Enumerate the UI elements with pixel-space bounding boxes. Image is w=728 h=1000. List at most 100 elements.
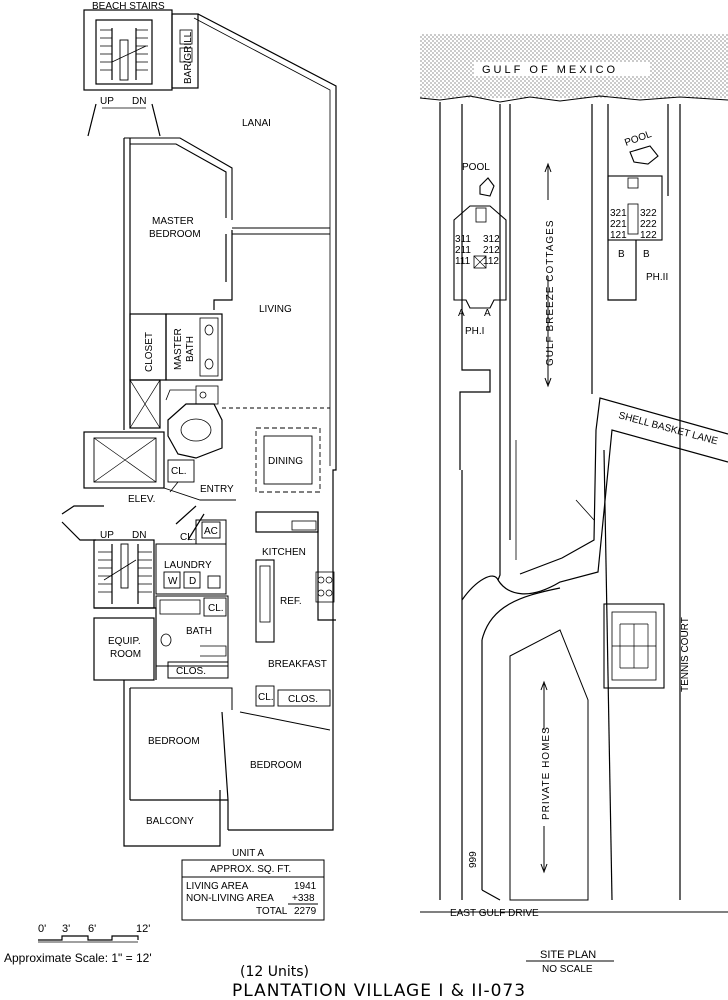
stair-bottom-up-label: UP: [100, 530, 114, 541]
scale-tick-0: 0': [38, 923, 46, 935]
ph1-unit-212: 212: [483, 245, 500, 256]
master-bath-room: [165, 313, 223, 381]
unit-title: UNIT A: [232, 848, 264, 859]
bar-grill-block: [171, 13, 199, 89]
bar-grill-label: BAR/GRILL: [183, 31, 194, 84]
tennis-court: [603, 603, 665, 689]
kitchen-label: KITCHEN: [262, 547, 306, 558]
site-plan-subtitle: NO SCALE: [542, 964, 593, 975]
equip-room-label-2: ROOM: [110, 649, 141, 660]
ph2-b-left: B: [618, 249, 625, 260]
stair-bottom-dn-label: DN: [132, 530, 146, 541]
living-area-value: 1941: [294, 881, 317, 892]
pool-2: [629, 145, 659, 165]
pool-1-label: POOL: [462, 162, 490, 173]
unit-area-table: UNIT A APPROX. SQ. FT. LIVING AREA 1941 …: [181, 848, 325, 921]
ph2-b-right: B: [643, 249, 650, 260]
unit-outer-wall: [197, 13, 337, 831]
ph2-label: PH.II: [646, 272, 668, 283]
laundry-label: LAUNDRY: [164, 560, 212, 571]
refrigerator-label: REF.: [280, 596, 302, 607]
beach-stair-well: [95, 19, 153, 85]
balcony-label: BALCONY: [146, 816, 194, 827]
total-value: 2279: [294, 906, 317, 917]
dining-label: DINING: [268, 456, 303, 467]
ph1-unit-111: 111: [455, 256, 471, 267]
ph2-unit-321: 321: [610, 208, 627, 219]
lanai-label: LANAI: [242, 118, 271, 129]
scale-tick-3: 3': [62, 923, 70, 935]
drawing-title: PLANTATION VILLAGE I & II-073: [232, 981, 526, 1000]
ph1-a-left: A: [458, 308, 465, 319]
equip-room-label-1: EQUIP.: [108, 636, 141, 647]
gulf-label: GULF OF MEXICO: [482, 64, 618, 76]
master-bedroom-label-1: MASTER: [152, 216, 194, 227]
ph2-unit-322: 322: [640, 208, 657, 219]
master-bedroom-label-2: BEDROOM: [149, 229, 201, 240]
scale-tick-6: 6': [88, 923, 96, 935]
unit-count: (12 Units): [240, 964, 309, 980]
ph1-unit-311: 311: [455, 234, 471, 245]
ph1-unit-211: 211: [455, 245, 471, 256]
scale-tick-12: 12': [136, 923, 150, 935]
shell-basket-label: SHELL BASKET LANE: [617, 410, 719, 447]
elevator-label: ELEV.: [128, 494, 155, 505]
bedroom-closet-label: CL.: [258, 692, 274, 703]
lower-stair-well: [93, 539, 155, 609]
living-area-label: LIVING AREA: [186, 881, 249, 892]
floor-plan-labels: BEACH STAIRS BAR/GRILL UP DN LANAI MASTE…: [92, 1, 327, 827]
closet-label: CLOSET: [144, 332, 155, 372]
beach-stairs-label: BEACH STAIRS: [92, 1, 165, 12]
bath-closet-label: CL.: [208, 603, 224, 614]
beach-stair-treads: [100, 29, 148, 71]
ph1-label: PH.I: [465, 326, 484, 337]
pool-1: [479, 177, 495, 197]
east-gulf-label: EAST GULF DRIVE: [450, 908, 539, 919]
site-roads: [439, 102, 728, 901]
site-plan-title: SITE PLAN: [540, 949, 596, 961]
bath-closet-label-2: CLOS.: [176, 666, 206, 677]
ph2-unit-121: 121: [610, 230, 627, 241]
ph1-a-right: A: [484, 308, 491, 319]
dining-table-outer: [255, 427, 321, 493]
floor-plan: [61, 9, 337, 847]
master-tub: [167, 403, 223, 459]
laundry-closet-label: CL.: [180, 532, 196, 543]
entry-label: ENTRY: [200, 484, 234, 495]
stair-top-dn-label: DN: [132, 96, 146, 107]
ac-label: AC: [204, 526, 218, 537]
private-homes-lot: [509, 629, 589, 901]
address-label: 999: [468, 851, 479, 868]
tennis-label: TENNIS COURT: [680, 617, 691, 692]
private-homes-label: PRIVATE HOMES: [541, 726, 552, 820]
breakfast-label: BREAKFAST: [268, 659, 327, 670]
table-header: APPROX. SQ. FT.: [210, 864, 291, 875]
phase-2-building: [607, 175, 663, 241]
footer: (12 Units) PLANTATION VILLAGE I & II-073: [232, 964, 526, 1000]
ph2-unit-221: 221: [610, 219, 627, 230]
site-plan: GULF OF MEXICO POOL POOL 311: [419, 34, 728, 975]
kitchen-counter-top: [255, 511, 319, 533]
bedroom-closet-label-2: CLOS.: [288, 694, 318, 705]
bath-label: BATH: [186, 626, 212, 637]
scale-caption: Approximate Scale: 1" = 12': [4, 951, 152, 965]
living-label: LIVING: [259, 304, 292, 315]
washer-label: W: [168, 576, 178, 587]
master-bath-label-1: MASTER: [173, 328, 184, 370]
bedroom-left-label: BEDROOM: [148, 736, 200, 747]
stair-top-up-label: UP: [100, 96, 114, 107]
refrigerator-island: [255, 559, 275, 643]
bedroom-right-label: BEDROOM: [250, 760, 302, 771]
non-living-area-value: +338: [292, 893, 315, 904]
scale-bar: 0' 3' 6' 12' Approximate Scale: 1" = 12': [4, 923, 152, 965]
non-living-area-label: NON-LIVING AREA: [186, 893, 274, 904]
ph1-unit-312: 312: [483, 234, 500, 245]
ac-closet: [201, 521, 221, 539]
ph2-unit-122: 122: [640, 230, 657, 241]
dryer-label: D: [189, 576, 196, 587]
gulf-breeze-label: GULF BREEZE COTTAGES: [545, 220, 556, 367]
phase-1-building: [453, 205, 507, 309]
entry-closet-label: CL.: [171, 466, 187, 477]
total-label: TOTAL: [256, 906, 288, 917]
